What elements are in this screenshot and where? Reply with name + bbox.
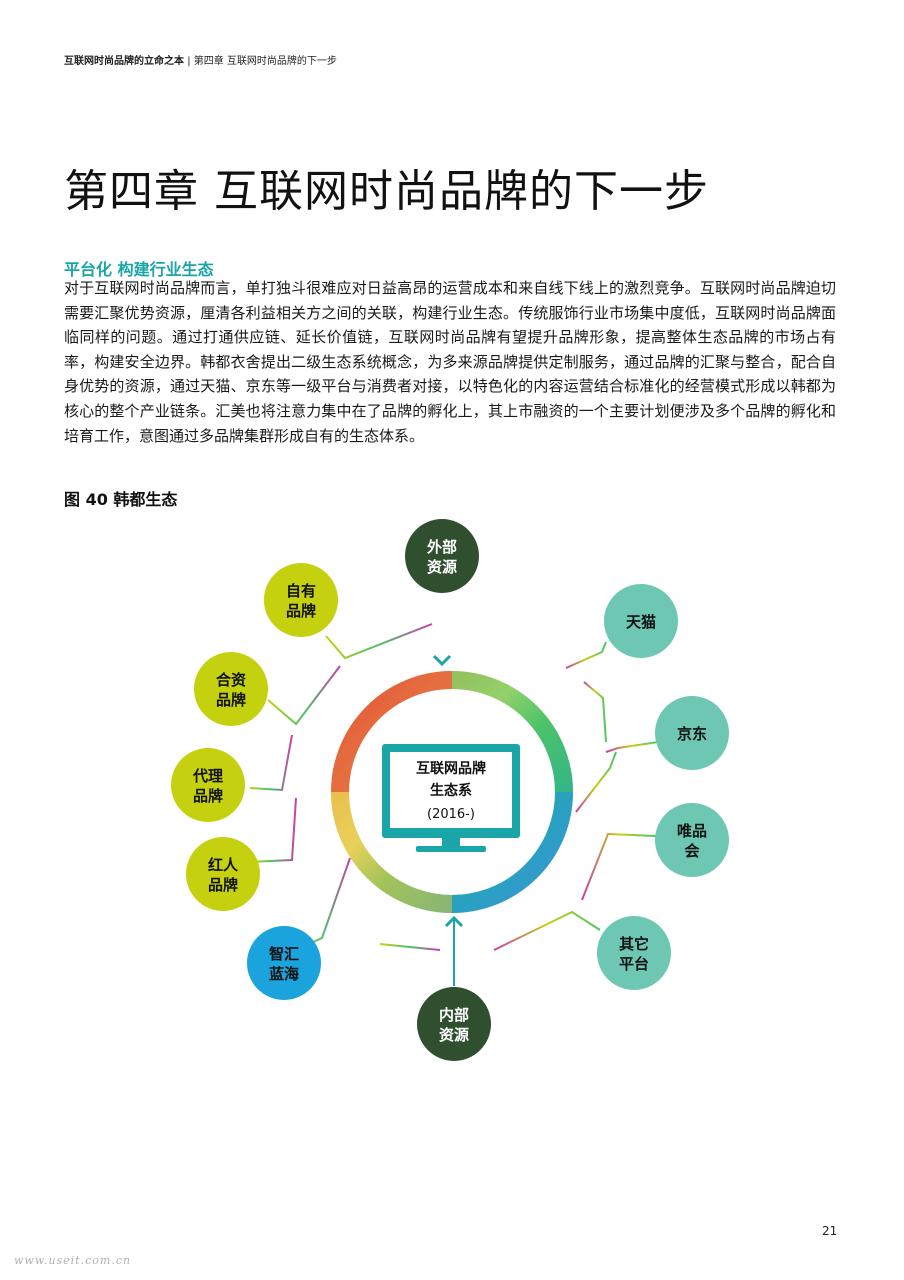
- node-own-brand-line1: 自有: [286, 582, 316, 600]
- node-jd-line1: 京东: [677, 725, 707, 743]
- node-jd: 京东: [655, 696, 729, 770]
- center-label-line2: 生态系: [430, 782, 472, 799]
- node-internal-line2: 资源: [439, 1026, 469, 1044]
- center-label-line1: 互联网品牌: [416, 760, 486, 777]
- section-title: 平台化 构建行业生态: [64, 260, 214, 279]
- node-other-platforms-line1: 其它: [619, 935, 649, 953]
- watermark: www.useit.com.cn: [14, 1254, 132, 1267]
- running-header: 互联网时尚品牌的立命之本 | 第四章 互联网时尚品牌的下一步: [64, 52, 337, 67]
- monitor-icon: [382, 744, 520, 852]
- page-number: 21: [822, 1224, 838, 1238]
- header-book-title: 互联网时尚品牌的立命之本: [64, 56, 184, 67]
- node-vip: 唯品 会: [655, 803, 729, 877]
- node-joint-brand-line2: 品牌: [216, 691, 246, 709]
- node-influencer-brand-line2: 品牌: [208, 876, 238, 894]
- node-tmall: 天猫: [604, 584, 678, 658]
- header-separator: |: [187, 56, 191, 67]
- node-joint-brand-line1: 合资: [215, 671, 246, 689]
- node-influencer-brand: 红人 品牌: [186, 837, 260, 911]
- node-zhihui-lanhai-line2: 蓝海: [269, 965, 299, 983]
- node-influencer-brand-line1: 红人: [208, 856, 239, 874]
- node-other-platforms: 其它 平台: [597, 916, 671, 990]
- node-joint-brand: 合资 品牌: [194, 652, 268, 726]
- node-agency-brand-line2: 品牌: [193, 787, 223, 805]
- header-chapter: 第四章 互联网时尚品牌的下一步: [193, 56, 337, 67]
- node-external-line1: 外部: [426, 538, 457, 556]
- node-tmall-line1: 天猫: [626, 613, 656, 631]
- node-own-brand-line2: 品牌: [286, 602, 316, 620]
- connector-lines: [249, 594, 659, 986]
- node-external-line2: 资源: [427, 558, 457, 576]
- node-internal-resources: 内部 资源: [417, 987, 491, 1061]
- node-zhihui-lanhai: 智汇 蓝海: [247, 926, 321, 1000]
- node-zhihui-lanhai-line1: 智汇: [269, 945, 299, 963]
- node-other-platforms-line2: 平台: [619, 955, 649, 973]
- node-vip-line2: 会: [684, 842, 699, 860]
- node-agency-brand-line1: 代理: [192, 767, 223, 785]
- figure-title: 图 40 韩都生态: [64, 490, 178, 509]
- node-vip-line1: 唯品: [677, 822, 707, 840]
- body-paragraph: 对于互联网时尚品牌而言，单打独斗很难应对日益高昂的运营成本和来自线下线上的激烈竞…: [64, 279, 836, 445]
- node-agency-brand: 代理 品牌: [171, 748, 245, 822]
- center-ring: [331, 671, 573, 913]
- center-label-line3: (2016-): [427, 807, 475, 822]
- node-own-brand: 自有 品牌: [264, 563, 338, 637]
- node-internal-line1: 内部: [439, 1006, 469, 1024]
- chapter-title: 第四章 互联网时尚品牌的下一步: [64, 166, 709, 217]
- node-external-resources: 外部 资源: [405, 519, 479, 593]
